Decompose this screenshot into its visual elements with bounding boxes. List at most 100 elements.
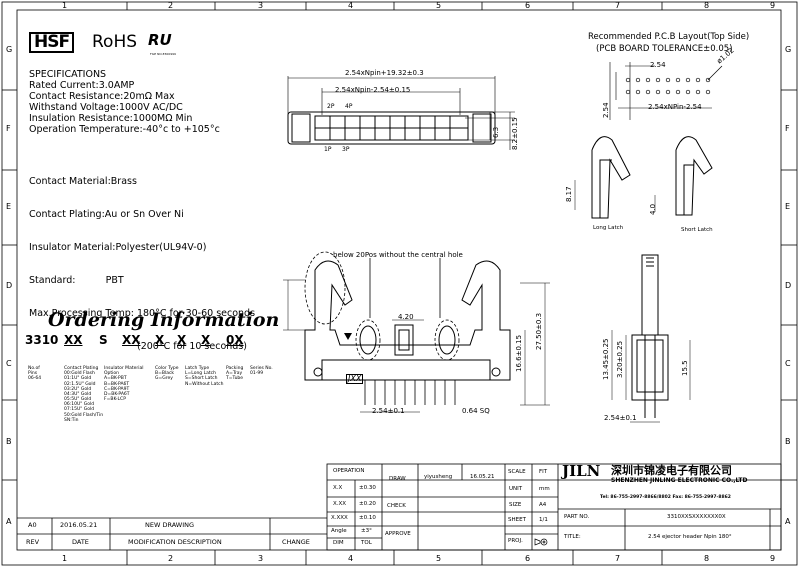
company-name-en: SHENZHEN JINLING ELECTRONIC CO.,LTD <box>611 477 748 484</box>
zone-top-4: 4 <box>348 1 354 10</box>
zone-bottom-7: 7 <box>615 554 621 563</box>
top-dim-overall: 2.54xNpin+19.32±0.3 <box>345 69 424 77</box>
zone-bottom-8: 8 <box>704 554 710 563</box>
zone-top-9: 9 <box>770 1 776 10</box>
spec-heading: SPECIFICATIONS <box>29 69 107 80</box>
zone-right-f: F <box>785 124 790 133</box>
zone-right-d: D <box>785 281 792 290</box>
tb-tol-row1-value: ±0.30 <box>359 485 376 491</box>
zone-top-1: 1 <box>62 1 68 10</box>
spec-voltage: Withstand Voltage:1000V AC/DC <box>29 102 183 113</box>
top-dim-6-3: 6.3 <box>492 126 500 138</box>
tb-tol-row2-value: ±0.20 <box>359 501 376 507</box>
pcb-title: Recommended P.C.B Layout(Top Side) <box>588 32 750 42</box>
zone-top-3: 3 <box>258 1 264 10</box>
tb-check-label: CHECK <box>387 503 406 509</box>
zone-left-f: F <box>6 124 11 133</box>
latch-dim-8-17: 8.17 <box>565 186 573 202</box>
zone-top-8: 8 <box>704 1 710 10</box>
zone-right-c: C <box>785 359 791 368</box>
tb-unit-value: mm <box>539 486 550 492</box>
zone-left-d: D <box>6 281 13 290</box>
ordering-title: Ordering Information <box>48 309 280 331</box>
tb-proj-label: PROJ. <box>508 538 523 544</box>
material-standard: Standard: PBT <box>29 275 124 286</box>
code-insulator: X <box>155 333 165 347</box>
tb-part-no-label: PART NO. <box>564 514 590 520</box>
rev-value: A0 <box>28 521 37 529</box>
code-s: S <box>99 333 108 347</box>
zone-bottom-9: 9 <box>770 554 776 563</box>
front-dim-16-6: 16.6±0.15 <box>515 334 523 372</box>
specifications-block: SPECIFICATIONS Rated Current:3.0AMP Cont… <box>29 69 220 135</box>
side-dim-15-5: 15.5 <box>681 360 689 376</box>
top-pin-2p: 2P <box>327 103 335 110</box>
zone-left-e: E <box>6 202 12 211</box>
spec-temperature: Operation Temperature:-40°c to +105°c <box>29 124 220 135</box>
side-dim-pitch: 2.54±0.1 <box>604 414 637 422</box>
latch-dim-4-0: 4.0 <box>649 203 657 215</box>
tb-drawer: yiyusheng <box>424 474 453 480</box>
zone-bottom-1: 1 <box>62 554 68 563</box>
top-pin-3p: 3P <box>342 146 350 153</box>
zone-top-2: 2 <box>168 1 174 10</box>
zone-top-5: 5 <box>436 1 442 10</box>
zone-right-a: A <box>785 517 791 526</box>
zone-right-b: B <box>785 437 791 446</box>
rev-description: NEW DRAWING <box>145 521 195 529</box>
zone-left-a: A <box>6 517 12 526</box>
pcb-dim-row: 2.54 <box>602 102 610 118</box>
material-contact: Contact Material:Brass <box>29 176 137 187</box>
code-color: X <box>177 333 187 347</box>
tb-size-value: A4 <box>539 502 547 508</box>
tb-scale-label: SCALE <box>508 469 526 475</box>
order-label-series: Series No.01-99 <box>250 366 273 377</box>
tb-dim: DIM <box>333 540 344 546</box>
zone-bottom-4: 4 <box>348 554 354 563</box>
tb-tol-row1-label: X.X <box>333 485 343 491</box>
material-plating: Contact Plating:Au or Sn Over Ni <box>29 209 184 220</box>
zone-top-7: 7 <box>615 1 621 10</box>
rev-date: 2016.05.21 <box>60 521 98 529</box>
tb-sheet-label: SHEET <box>508 517 526 523</box>
long-latch-label: Long Latch <box>593 225 624 231</box>
rev-header: REV <box>26 538 40 546</box>
zone-right-g: G <box>785 45 792 54</box>
zone-bottom-3: 3 <box>258 554 264 563</box>
top-pin-4p: 4P <box>345 103 353 110</box>
front-dim-27-5: 27.50±0.3 <box>535 312 543 350</box>
pcb-dim-pitch: 2.54 <box>650 61 666 69</box>
code-series: 3310 <box>25 333 59 347</box>
tb-tol: TOL <box>361 540 372 546</box>
hsf-logo: HSF <box>29 32 75 53</box>
company-contact: Tel: 86-755-2997-8866/8802 Fax: 86-755-2… <box>600 495 731 500</box>
tb-title-label: TITLE: <box>564 534 581 540</box>
pcb-dim-length: 2.54xNPin-2.54 <box>648 103 702 111</box>
zone-left-c: C <box>6 359 12 368</box>
zone-bottom-6: 6 <box>525 554 531 563</box>
zone-left-b: B <box>6 437 12 446</box>
front-dim-pitch: 2.54±0.1 <box>372 407 405 415</box>
side-dim-3-20: 3.20±0.25 <box>616 340 624 378</box>
company-brand: JILN <box>562 462 601 480</box>
tb-tol-row3-label: X.XXX <box>331 515 348 521</box>
company-name-cn: 深圳市锦凌电子有限公司 <box>611 464 732 477</box>
front-dim-4-20: 4.20 <box>398 313 414 321</box>
top-dim-8-2: 8.2±0.15 <box>511 117 519 150</box>
spec-current: Rated Current:3.0AMP <box>29 80 135 91</box>
spec-insulation: Insulation Resistance:1000MΩ Min <box>29 113 193 124</box>
code-pins: XX <box>64 333 83 347</box>
materials-block: Contact Material:Brass Contact Plating:A… <box>29 154 255 363</box>
ul-logo: RU <box>148 31 172 49</box>
tb-tol-row4-label: Angle <box>331 528 347 534</box>
code-series-no: 0X <box>226 333 244 347</box>
rev-date-header: DATE <box>72 538 89 546</box>
tb-tol-row4-value: ±3° <box>361 528 372 534</box>
